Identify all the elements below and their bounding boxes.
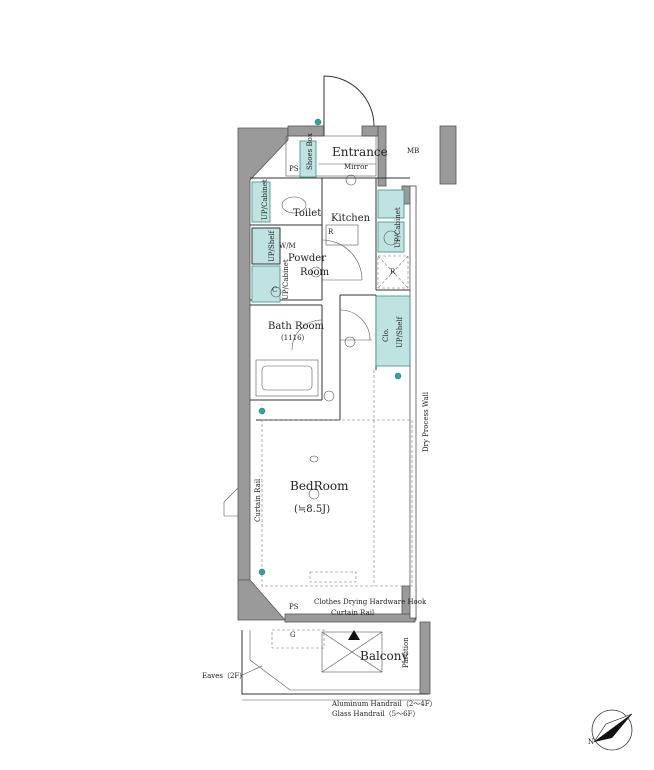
label-curtain-rail-side: Curtain Rail xyxy=(254,478,262,522)
ceiling-lights xyxy=(308,174,357,500)
label-up-cabinet-powder: UP/Cabinet xyxy=(282,259,290,300)
label-handrail-1: Aluminum Handrail（2～4F） xyxy=(331,700,437,708)
label-g-mark: G xyxy=(290,631,296,639)
label-clothes-hook: Clothes Drying Hardware Hook xyxy=(314,598,427,606)
label-room: Room xyxy=(300,267,330,278)
label-up-shelf-wm: UP/Shelf xyxy=(268,229,276,262)
compass-label: N xyxy=(588,738,594,746)
label-mirror: Mirror xyxy=(344,163,368,171)
label-powder: Powder xyxy=(288,253,326,264)
shoes-box xyxy=(299,140,317,178)
entrance-door xyxy=(323,75,375,136)
label-balcony: Balcony xyxy=(360,649,408,663)
fixtures xyxy=(241,118,430,701)
label-handrail-2: Glass Handrail（5～6F） xyxy=(332,710,419,718)
label-kitchen: Kitchen xyxy=(331,213,371,224)
label-r-mark-1: R xyxy=(328,228,334,236)
label-entrance: Entrance xyxy=(332,145,388,159)
exterior-walls xyxy=(237,125,457,695)
label-bath-room: Bath Room xyxy=(268,321,325,332)
room-labels: Entrance Mirror PS Shoes Box MB Toilet K… xyxy=(202,133,437,718)
compass: N xyxy=(588,709,633,751)
label-c-mark: C xyxy=(272,286,277,294)
label-bedroom-size: (≒8.5J) xyxy=(294,504,330,515)
label-ps-bottom: PS xyxy=(289,603,299,611)
label-bedroom: BedRoom xyxy=(290,479,349,493)
label-dry-process-wall: Dry Process Wall xyxy=(422,391,430,452)
label-bath-size: (1116) xyxy=(281,334,305,342)
label-r-mark-2: R xyxy=(390,268,396,276)
closet xyxy=(375,295,411,367)
label-curtain-rail-bottom: Curtain Rail xyxy=(331,609,375,617)
label-clo: Clo. xyxy=(382,328,390,342)
label-up-cabinet-kitchen: UP/Cabinet xyxy=(394,207,402,248)
label-up-shelf-clo: UP/Shelf xyxy=(396,315,404,348)
label-toilet: Toilet xyxy=(293,208,321,219)
label-partition: Partition xyxy=(402,637,410,668)
label-ps-top: PS xyxy=(289,165,299,173)
label-wm: W/M xyxy=(279,242,296,250)
interior-doors xyxy=(223,239,372,517)
label-up-cabinet-toilet: UP/Cabinet xyxy=(261,179,269,220)
label-mb: MB xyxy=(407,147,419,155)
label-eaves: Eaves（2F） xyxy=(202,672,246,680)
label-shoes-box: Shoes Box xyxy=(306,133,314,170)
